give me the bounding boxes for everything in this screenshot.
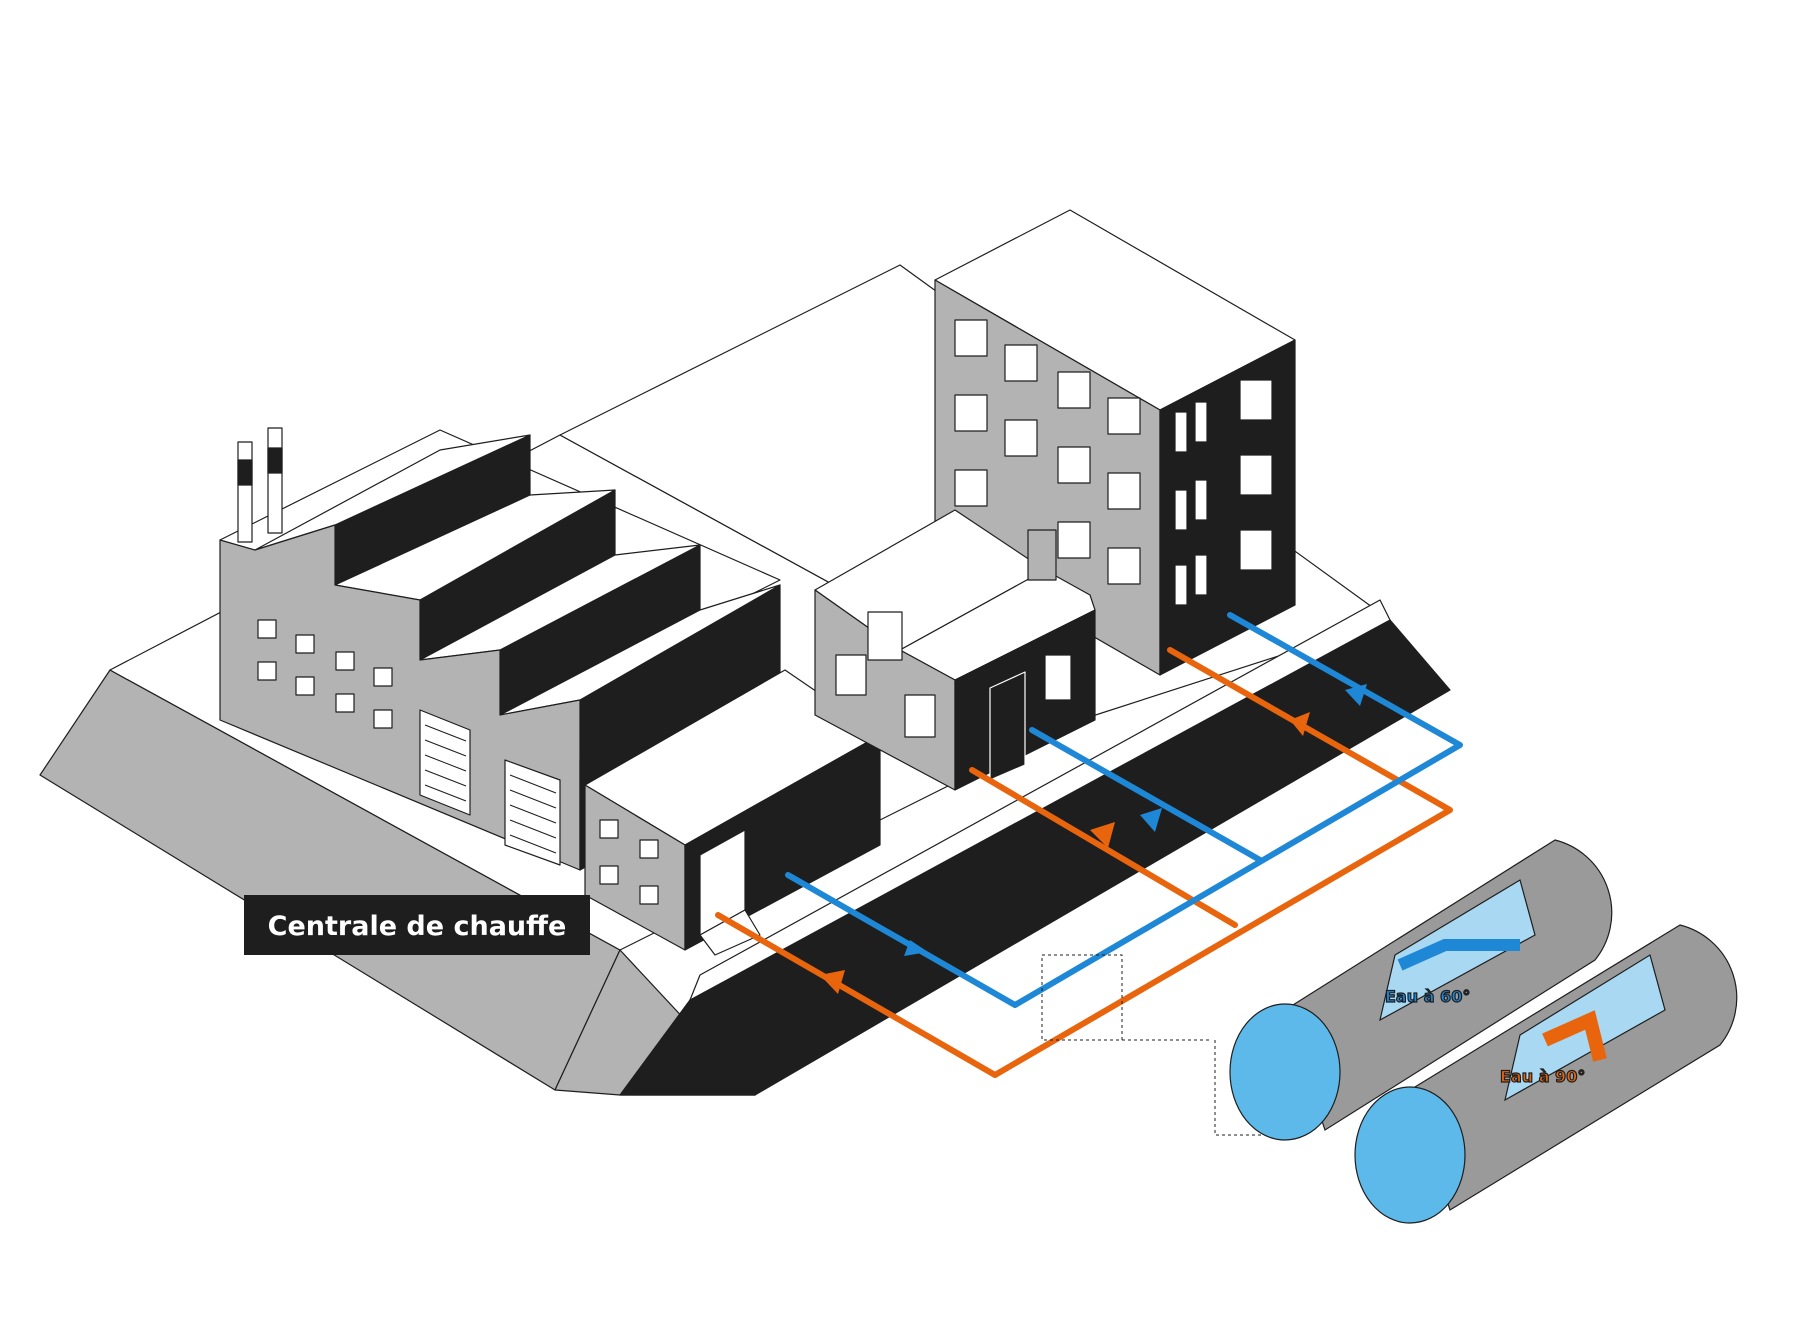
pipe-network <box>715 612 1463 1078</box>
annex-building <box>584 669 881 956</box>
pipe-section-hot: Eau à 90° <box>1354 924 1738 1224</box>
hot-pipe-label: Eau à 90° <box>1500 1067 1585 1086</box>
cold-pipe-label: Eau à 60° <box>1385 987 1470 1006</box>
factory-icon <box>219 427 781 871</box>
flow-arrow-icon <box>820 684 1367 994</box>
garage-door-icon <box>424 724 557 854</box>
cold-pipe-line <box>785 612 1463 1008</box>
plant-label-text: Centrale de chauffe <box>268 911 567 942</box>
apartment-building-icon <box>934 209 1296 676</box>
hot-pipe-line <box>715 647 1453 1078</box>
pipe-section-cold: Eau à 60° <box>1229 839 1613 1141</box>
chimney-icon <box>237 427 283 543</box>
house-icon <box>814 509 1096 791</box>
plant-label: Centrale de chauffe <box>244 895 590 955</box>
